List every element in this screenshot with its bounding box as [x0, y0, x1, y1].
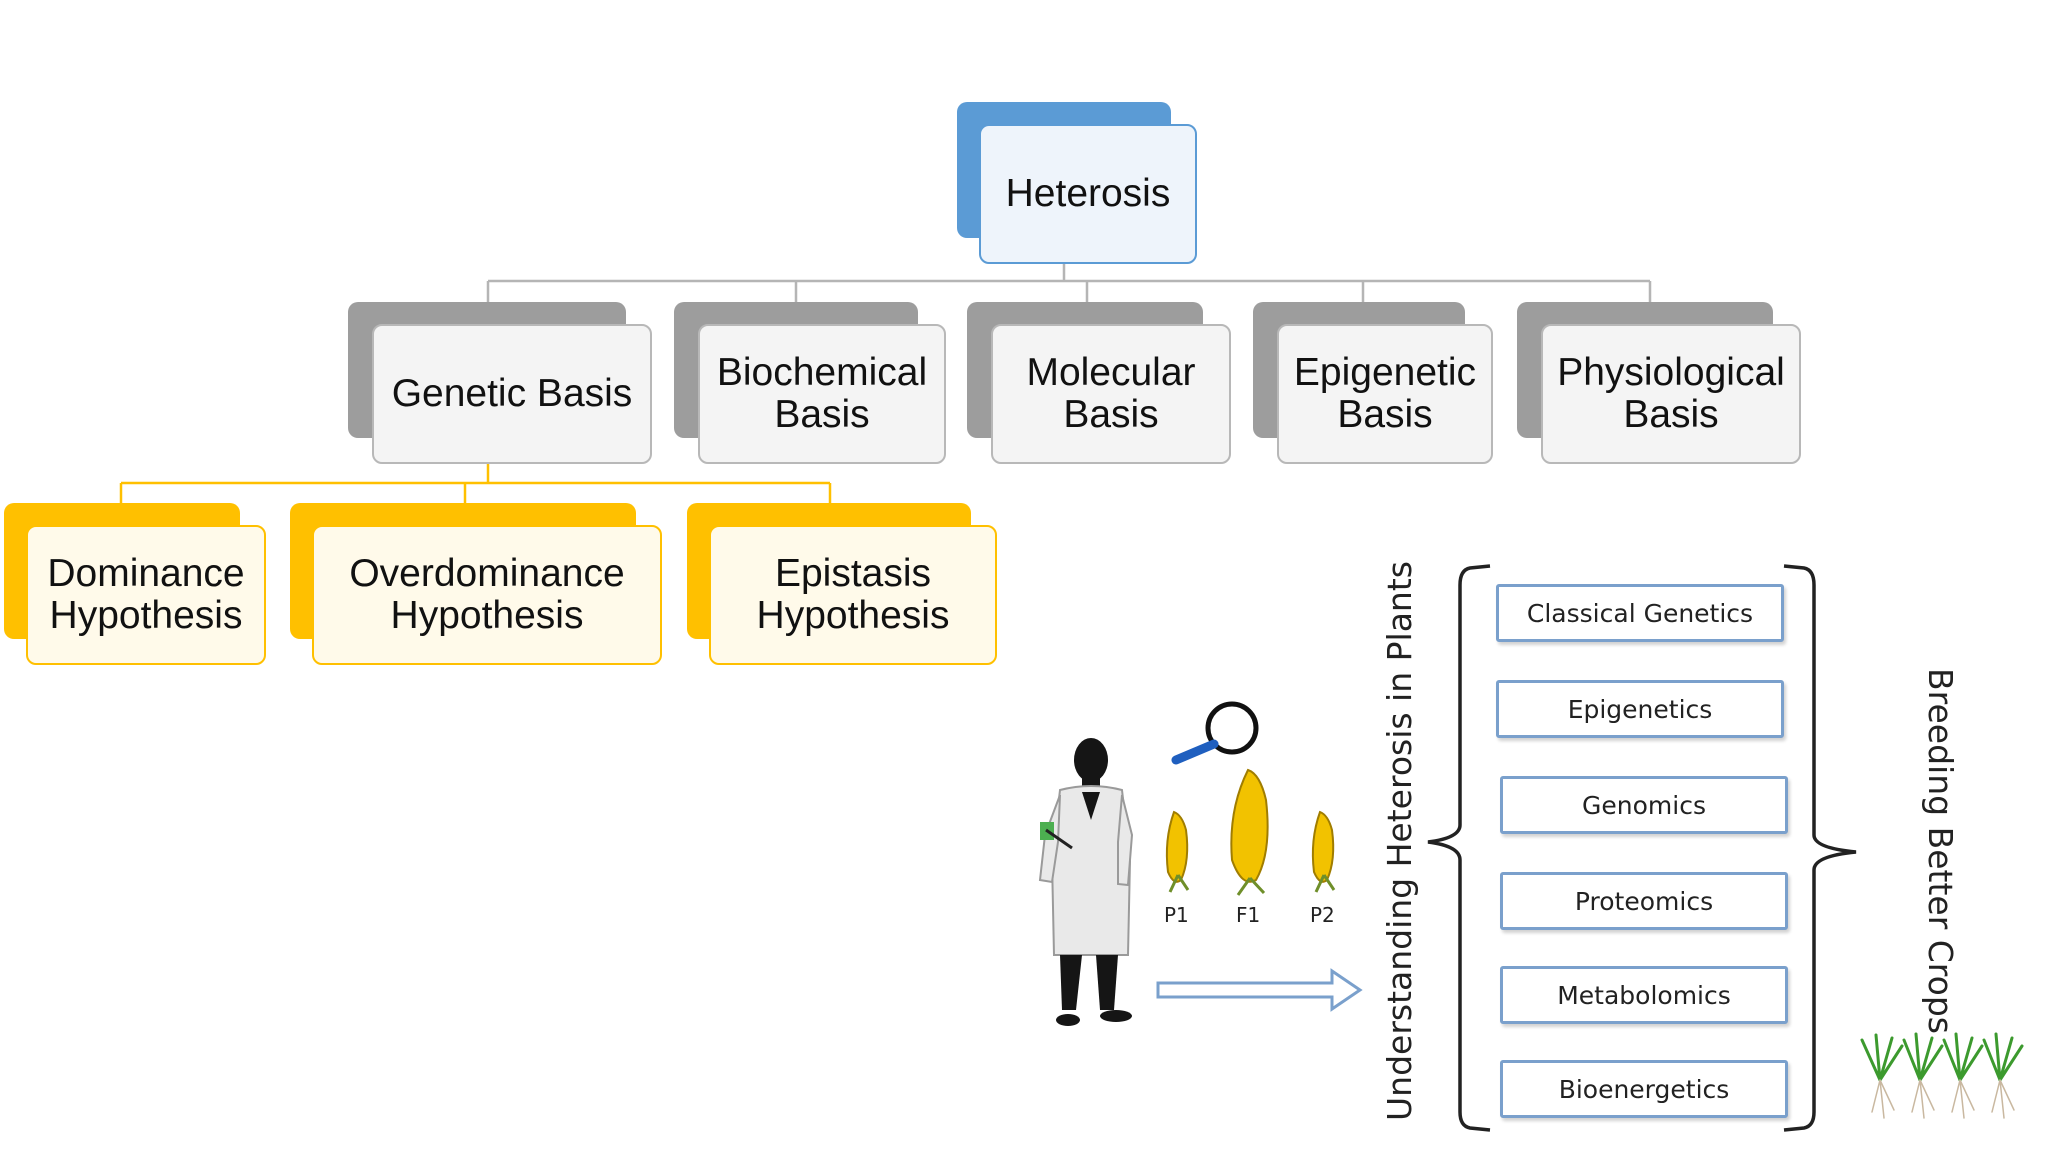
hypothesis-node-label: Epistasis Hypothesis	[709, 525, 997, 665]
basis-node-biochemical: Biochemical Basis	[674, 302, 946, 464]
basis-node-label: Molecular Basis	[991, 324, 1231, 464]
parent-label-f1: F1	[1236, 903, 1261, 927]
scientist-figure	[1038, 738, 1134, 1026]
basis-node-label: Epigenetic Basis	[1277, 324, 1493, 464]
basis-node-epigenetic: Epigenetic Basis	[1253, 302, 1493, 464]
basis-node-genetic: Genetic Basis	[348, 302, 652, 464]
heterosis-node-label: Heterosis	[979, 124, 1197, 264]
omics-box-epigenetics: Epigenetics	[1496, 680, 1784, 738]
understanding-heterosis-title: Understanding Heterosis in Plants	[1380, 561, 1419, 1121]
magnifier-icon	[1171, 701, 1259, 765]
basis-node-label: Biochemical Basis	[698, 324, 946, 464]
progress-arrow	[1156, 968, 1363, 1012]
hypothesis-node-overdominance: Overdominance Hypothesis	[290, 503, 662, 665]
corn-f1-icon	[1230, 768, 1269, 896]
breeding-better-crops-title: Breeding Better Crops	[1921, 668, 1960, 1034]
right-brace	[1783, 564, 1857, 1132]
seedlings-icon	[1860, 1032, 2024, 1119]
genetic-connectors	[119, 462, 832, 503]
basis-node-label: Genetic Basis	[372, 324, 652, 464]
basis-node-label: Physiological Basis	[1541, 324, 1801, 464]
corn-p2-icon	[1311, 810, 1336, 893]
hypothesis-node-label: Overdominance Hypothesis	[312, 525, 662, 665]
left-brace	[1427, 564, 1491, 1132]
hypothesis-node-epistasis: Epistasis Hypothesis	[687, 503, 997, 665]
hypothesis-node-dominance: Dominance Hypothesis	[4, 503, 266, 665]
omics-box-metabolomics: Metabolomics	[1500, 966, 1788, 1024]
corn-p1-icon	[1165, 810, 1190, 893]
basis-node-physiological: Physiological Basis	[1517, 302, 1801, 464]
hypothesis-node-label: Dominance Hypothesis	[26, 525, 266, 665]
omics-box-bioenergetics: Bioenergetics	[1500, 1060, 1788, 1118]
parent-label-p2: P2	[1310, 903, 1335, 927]
root-connectors	[486, 238, 1652, 302]
omics-box-proteomics: Proteomics	[1500, 872, 1788, 930]
omics-box-classical-genetics: Classical Genetics	[1496, 584, 1784, 642]
heterosis-node: Heterosis	[957, 102, 1197, 264]
parent-label-p1: P1	[1164, 903, 1189, 927]
basis-node-molecular: Molecular Basis	[967, 302, 1231, 464]
omics-box-genomics: Genomics	[1500, 776, 1788, 834]
